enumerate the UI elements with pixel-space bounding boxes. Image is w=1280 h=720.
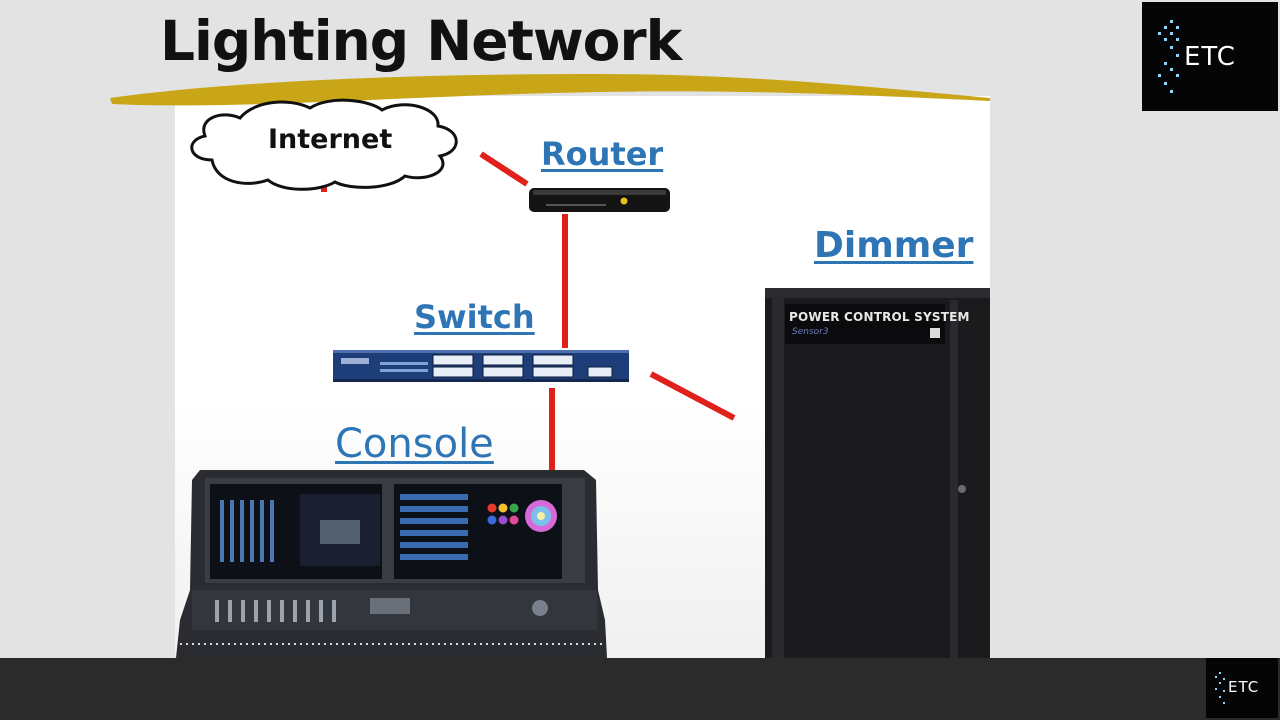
- etc-logo-top: ETC: [1142, 2, 1278, 111]
- console-label: Console: [335, 421, 494, 467]
- switch-label: Switch: [414, 298, 535, 336]
- link-internet-router: [479, 151, 529, 187]
- bottom-bar: [0, 658, 1280, 720]
- logo-dots-icon: [1215, 672, 1225, 704]
- slide-title: Lighting Network: [160, 9, 682, 73]
- router-label: Router: [541, 135, 664, 173]
- logo-dots-icon: [1158, 20, 1179, 93]
- internet-cloud: [190, 98, 458, 191]
- logo-text: ETC: [1184, 42, 1236, 72]
- internet-label: Internet: [268, 124, 393, 155]
- etc-logo-bottom: ETC: [1206, 658, 1278, 718]
- console-device: [176, 470, 607, 658]
- link-switch-dimmer: [649, 371, 736, 421]
- color-buttons: [487, 503, 519, 525]
- switch-ports: [432, 354, 613, 378]
- dimmer-device: [765, 288, 990, 658]
- dimmer-model-text: Sensor3: [792, 327, 829, 337]
- router-device: [529, 188, 670, 212]
- dimmer-brand-text: POWER CONTROL SYSTEM: [789, 310, 970, 324]
- dimmer-label: Dimmer: [814, 225, 974, 266]
- network-links: [321, 151, 736, 472]
- switch-device: [333, 350, 629, 382]
- logo-text: ETC: [1228, 678, 1260, 696]
